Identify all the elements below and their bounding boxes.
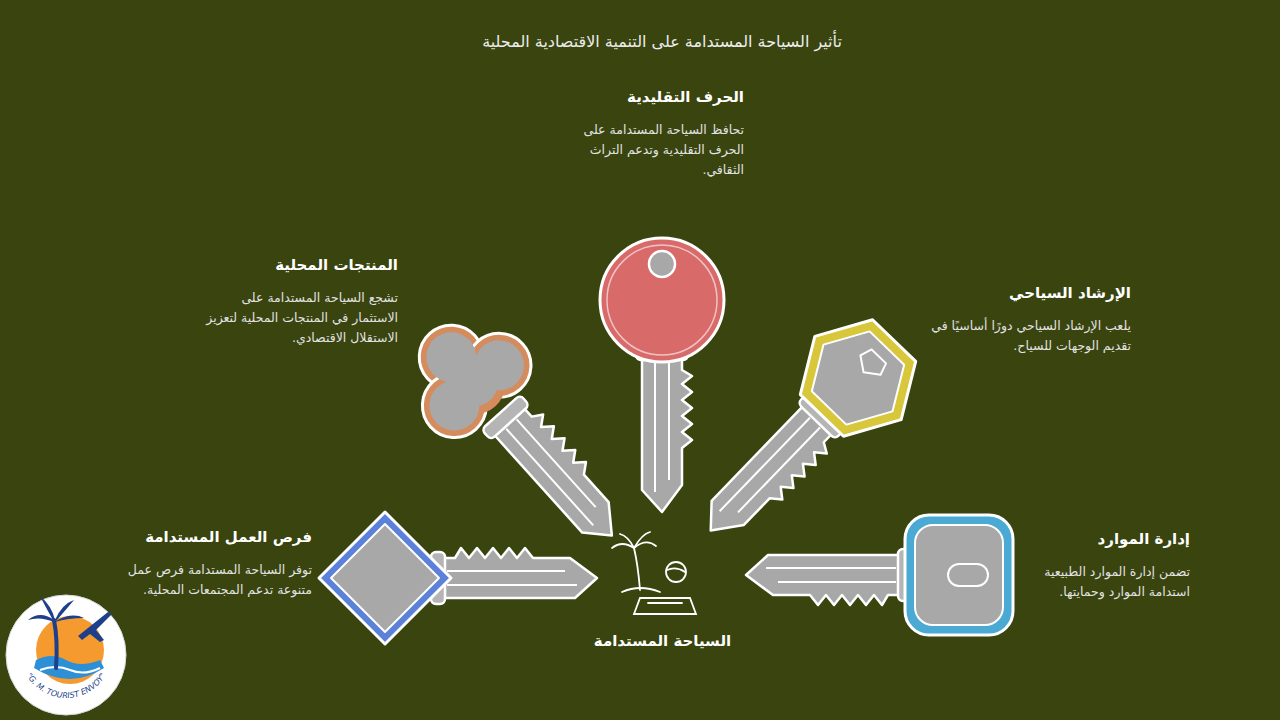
node-heading: السياحة المستدامة (560, 632, 765, 650)
yellow-key (668, 299, 938, 572)
orange-key (384, 292, 658, 577)
node-heading: الإرشاد السياحي (925, 284, 1131, 302)
key-text-group: إدارة الموارد تضمن إدارة الموارد الطبيعية… (1018, 530, 1190, 602)
diamond-key (319, 512, 597, 644)
logo: "G. M. TOURIST ENVOY" (6, 595, 126, 715)
key-text-group: الحرف التقليدية تحافظ السياحة المستدامة ع… (572, 88, 744, 180)
node-body: تضمن إدارة الموارد الطبيعية استدامة المو… (1018, 562, 1190, 602)
diagram-title: تأثير السياحة المستدامة على التنمية الاق… (300, 32, 1024, 51)
node-heading: فرص العمل المستدامة (98, 528, 312, 546)
logo-text: "G. M. TOURIST ENVOY" (25, 671, 108, 700)
red-key (600, 238, 724, 512)
key-text-group: فرص العمل المستدامة توفر السياحة المستدام… (98, 528, 312, 600)
svg-text:"G. M. TOURIST ENVOY": "G. M. TOURIST ENVOY" (25, 671, 108, 700)
node-body: توفر السياحة المستدامة فرص عمل متنوعة تد… (98, 560, 312, 600)
key-text-group: الإرشاد السياحي يلعب الإرشاد السياحي دورً… (925, 284, 1131, 356)
node-body: يلعب الإرشاد السياحي دورًا أساسيًا في تق… (925, 316, 1131, 356)
node-heading: الحرف التقليدية (572, 88, 744, 106)
node-heading: إدارة الموارد (1018, 530, 1190, 548)
beach-icon (612, 532, 696, 614)
key-text-group: السياحة المستدامة (560, 632, 765, 650)
key-text-group: المنتجات المحلية تشجع السياحة المستدامة ع… (206, 256, 398, 348)
node-heading: المنتجات المحلية (206, 256, 398, 274)
blue-key (746, 515, 1013, 635)
node-body: تحافظ السياحة المستدامة على الحرف التقلي… (572, 120, 744, 180)
node-body: تشجع السياحة المستدامة على الاستثمار في … (206, 288, 398, 348)
